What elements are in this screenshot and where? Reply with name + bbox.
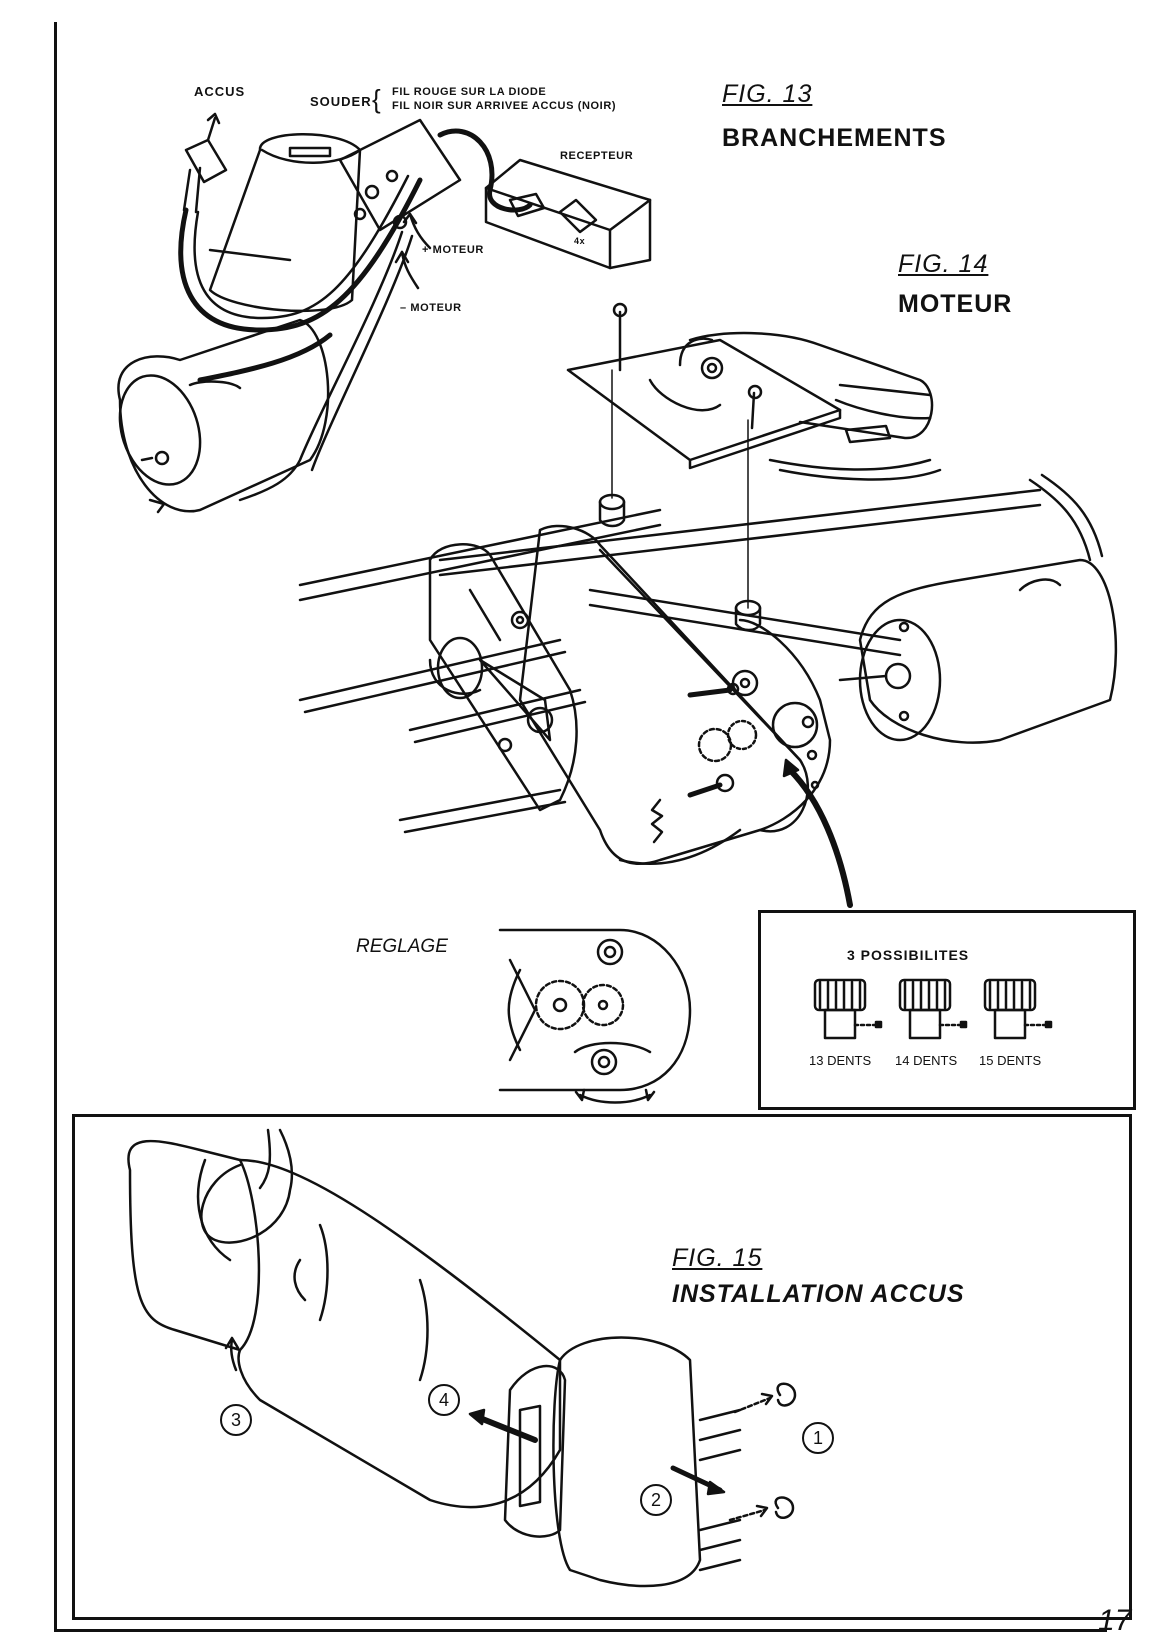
fig14-number: FIG. 14 [898,250,989,278]
fig15-box [72,1114,1132,1620]
accus-label: ACCUS [194,84,246,99]
fig14-chassis-drawing [298,302,1118,908]
option-14-dents: 14 DENTS [895,1053,958,1068]
fil-noir-label: FIL NOIR SUR ARRIVEE ACCUS (NOIR) [392,100,617,112]
reglage-detail-drawing [498,928,692,1104]
pinion-options-box: 3 POSSIBILITES 13 DENTS 14 DENTS 15 DENT… [758,910,1136,1110]
option-15-dents: 15 DENTS [979,1053,1042,1068]
minus-moteur-label: – MOTEUR [400,302,462,314]
pinion-options-drawing [813,978,1053,1040]
recepteur-label: RECEPTEUR [560,150,634,162]
plus-moteur-label: + MOTEUR [422,244,484,256]
fig15-title: INSTALLATION ACCUS [672,1280,965,1308]
fig13-number: FIG. 13 [722,80,813,108]
marker-3: 3 [220,1404,252,1436]
fig13-title: BRANCHEMENTS [722,124,947,152]
four-x-label: 4x [574,236,586,246]
page-number: 17 [1098,1604,1132,1637]
fig13-wiring-drawing [117,112,652,514]
fig14-title: MOTEUR [898,290,1013,318]
brace: { [372,84,381,114]
marker-4: 4 [428,1384,460,1416]
souder-label: SOUDER [310,94,372,109]
marker-1: 1 [802,1422,834,1454]
option-13-dents: 13 DENTS [809,1053,872,1068]
possibilities-title: 3 POSSIBILITES [847,947,970,963]
page-frame [54,22,1147,1632]
fil-rouge-label: FIL ROUGE SUR LA DIODE [392,86,547,98]
fig15-battery-drawing [127,1128,797,1588]
marker-2: 2 [640,1484,672,1516]
fig15-number: FIG. 15 [672,1244,763,1272]
reglage-label: REGLAGE [356,936,448,957]
